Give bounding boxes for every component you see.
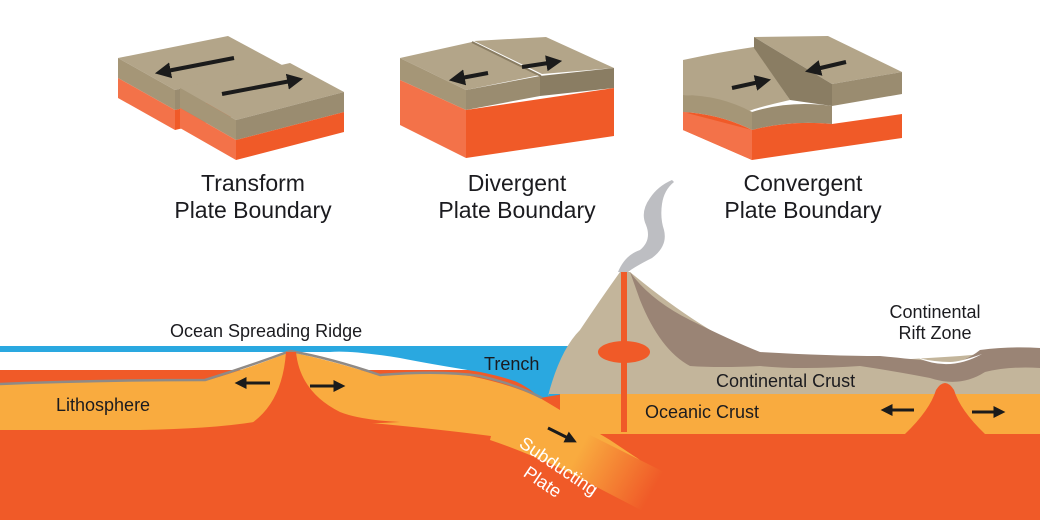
transform-boundary-block (118, 36, 344, 160)
arrow-left-icon (804, 60, 847, 76)
label-ocean-spreading-ridge: Ocean Spreading Ridge (170, 321, 362, 341)
ash-plume-icon (618, 180, 674, 272)
arrow-right-icon (221, 73, 304, 96)
subduction-arrow-icon (547, 426, 577, 443)
label-oceanic-crust: Oceanic Crust (645, 402, 759, 422)
label-rift-line2: Rift Zone (898, 323, 971, 343)
rift-upwelling (905, 383, 985, 434)
label-trench: Trench (484, 354, 539, 374)
arrow-left-icon (154, 56, 235, 79)
divergent-boundary-block (400, 37, 614, 158)
label-rift-line1: Continental (889, 302, 980, 322)
label-continental-crust: Continental Crust (716, 371, 855, 391)
transform-label-line2: Plate Boundary (174, 197, 332, 223)
convergent-label-line1: Convergent (744, 170, 864, 196)
arrow-left-icon (448, 69, 489, 86)
label-lithosphere: Lithosphere (56, 395, 150, 415)
transform-front-plate (180, 63, 344, 160)
subducting-plate (490, 400, 680, 520)
arrow-right-icon (731, 75, 772, 91)
convergent-boundary-block (683, 36, 902, 160)
transform-label-line1: Transform (201, 170, 305, 196)
magma-chamber (598, 341, 650, 363)
continental-upper-layer (630, 272, 1040, 382)
ridge-upwelling (240, 352, 400, 430)
divergent-label-line1: Divergent (468, 170, 567, 196)
divergent-label-line2: Plate Boundary (438, 197, 596, 223)
arrow-right-icon (521, 55, 563, 72)
convergent-label-line2: Plate Boundary (724, 197, 882, 223)
